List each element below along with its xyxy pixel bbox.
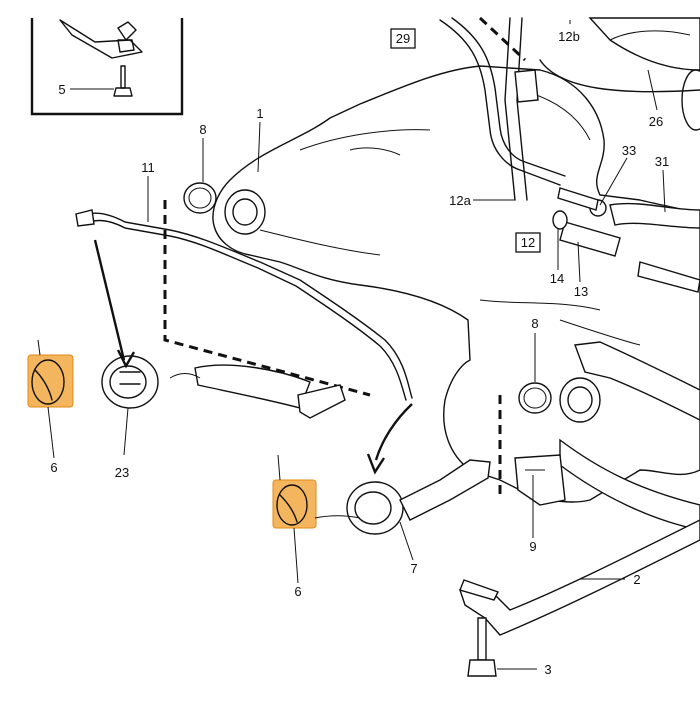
seal-ring-upper [183, 182, 217, 214]
filler-opening-upper [224, 189, 266, 235]
callout-6-left: 6 [50, 460, 57, 475]
boxed-ref-29-label: 29 [396, 31, 410, 46]
seal-ring-lower [518, 382, 552, 414]
callout-6-right: 6 [294, 584, 301, 599]
level-sensor-left [169, 364, 346, 419]
callout-13: 13 [574, 284, 588, 299]
callout-11: 11 [141, 160, 155, 175]
callout-12a: 12a [449, 193, 471, 208]
boxed-ref-12: 12 [515, 232, 541, 253]
callout-2: 2 [633, 572, 640, 587]
callout-12b: 12b [558, 29, 580, 44]
pump-holder-left [93, 239, 159, 409]
tank-strap [459, 519, 700, 636]
callout-9: 9 [529, 539, 536, 554]
leader-lines [47, 20, 666, 670]
callout-1: 1 [256, 106, 263, 121]
filler-opening-lower [559, 377, 601, 423]
pump-holder-right [346, 403, 491, 535]
dashed-frame-left [163, 200, 371, 397]
callout-31: 31 [655, 154, 669, 169]
fuel-lines-top [439, 16, 700, 293]
callout-8-upper: 8 [199, 122, 206, 137]
boxed-ref-12-label: 12 [521, 235, 535, 250]
canister-top-right [539, 17, 700, 131]
boxed-ref-29: 29 [390, 28, 416, 49]
callout-3: 3 [544, 662, 551, 677]
bolt-bottom [467, 617, 497, 677]
callout-23: 23 [115, 465, 129, 480]
fuel-tank [212, 65, 700, 531]
bracket-part [514, 454, 566, 506]
lock-ring-right [272, 454, 361, 529]
callout-8-lower: 8 [531, 316, 538, 331]
inset-detail-box [30, 18, 184, 116]
fuel-pipe [75, 209, 413, 401]
callout-5: 5 [58, 82, 65, 97]
lock-ring-left [27, 339, 74, 408]
callout-33: 33 [622, 143, 636, 158]
callout-14: 14 [550, 271, 564, 286]
callout-7: 7 [410, 561, 417, 576]
callout-26: 26 [649, 114, 663, 129]
